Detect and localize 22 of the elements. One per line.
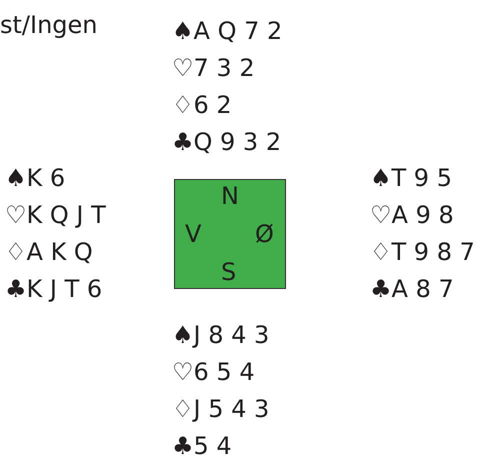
deal-info-text: st/Ingen [0, 10, 98, 40]
hand-suit-line: ♣K J T 6 [5, 274, 102, 304]
hand-suit-line: ♡K Q J T [5, 200, 106, 230]
seat-letter: S [221, 258, 236, 286]
hand-suit-line: ♢A K Q [5, 237, 93, 267]
compass-board [174, 179, 286, 289]
hand-suit-line: ♠J 8 4 3 [172, 320, 270, 350]
hand-suit-line: ♠A Q 7 2 [172, 16, 282, 46]
hand-suit-line: ♠T 9 5 [370, 163, 452, 193]
hand-suit-line: ♡7 3 2 [172, 53, 255, 83]
hand-suit-line: ♣A 8 7 [370, 274, 454, 304]
seat-letter: N [221, 182, 239, 210]
hand-suit-line: ♣5 4 [172, 431, 232, 459]
hand-suit-line: ♢J 5 4 3 [172, 394, 270, 424]
seat-letter: V [185, 220, 202, 248]
hand-suit-line: ♠K 6 [5, 163, 66, 193]
seat-letter: Ø [255, 220, 274, 248]
hand-suit-line: ♣Q 9 3 2 [172, 127, 282, 157]
hand-suit-line: ♢T 9 8 7 [370, 237, 475, 267]
hand-suit-line: ♡A 9 8 [370, 200, 454, 230]
hand-suit-line: ♡6 5 4 [172, 357, 255, 387]
hand-suit-line: ♢6 2 [172, 90, 232, 120]
